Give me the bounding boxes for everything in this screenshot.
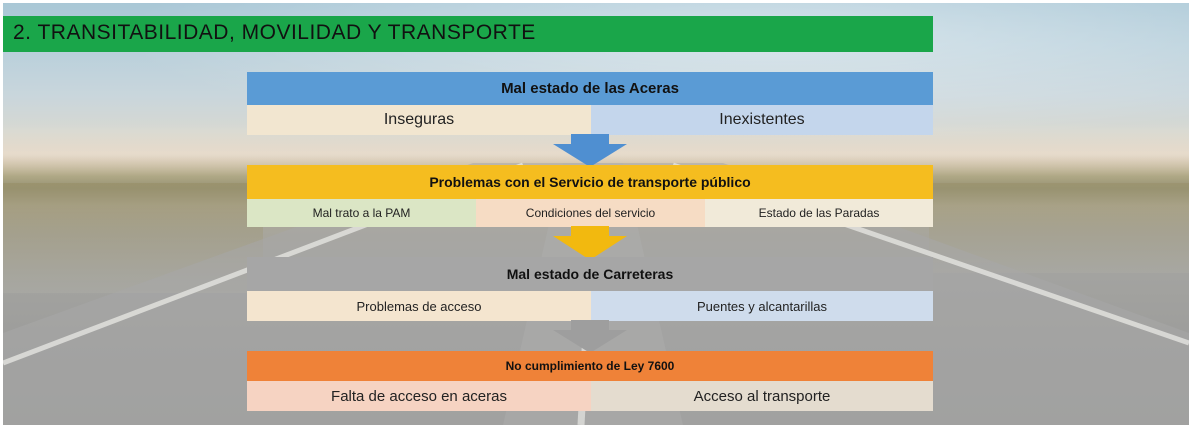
block-ley-7600: No cumplimiento de Ley 7600 Falta de acc… [247, 351, 933, 411]
item-condiciones: Condiciones del servicio [476, 199, 705, 227]
arrow-down-icon [553, 226, 627, 260]
title-bar: 2. TRANSITABILIDAD, MOVILIDAD Y TRANSPOR… [3, 16, 933, 52]
block-header: Mal estado de las Aceras [247, 72, 933, 105]
item-problemas-acceso: Problemas de acceso [247, 291, 591, 321]
block-header: Mal estado de Carreteras [247, 257, 933, 291]
block-items: Falta de acceso en aceras Acceso al tran… [247, 381, 933, 411]
item-falta-acceso: Falta de acceso en aceras [247, 381, 591, 411]
block-aceras: Mal estado de las Aceras Inseguras Inexi… [247, 72, 933, 135]
item-inseguras: Inseguras [247, 105, 591, 135]
slide-background: 2. TRANSITABILIDAD, MOVILIDAD Y TRANSPOR… [3, 3, 1189, 425]
block-carreteras: Mal estado de Carreteras Problemas de ac… [247, 257, 933, 321]
item-mal-trato: Mal trato a la PAM [247, 199, 476, 227]
arrow-down-icon [553, 320, 627, 353]
item-puentes: Puentes y alcantarillas [591, 291, 933, 321]
page-title: 2. TRANSITABILIDAD, MOVILIDAD Y TRANSPOR… [13, 21, 536, 44]
arrow-down-icon [553, 134, 627, 167]
block-transporte: Problemas con el Servicio de transporte … [247, 165, 933, 227]
item-paradas: Estado de las Paradas [705, 199, 933, 227]
block-header: No cumplimiento de Ley 7600 [247, 351, 933, 381]
block-items: Problemas de acceso Puentes y alcantaril… [247, 291, 933, 321]
item-acceso-transporte: Acceso al transporte [591, 381, 933, 411]
item-inexistentes: Inexistentes [591, 105, 933, 135]
block-items: Mal trato a la PAM Condiciones del servi… [247, 199, 933, 227]
block-items: Inseguras Inexistentes [247, 105, 933, 135]
block-header: Problemas con el Servicio de transporte … [247, 165, 933, 199]
